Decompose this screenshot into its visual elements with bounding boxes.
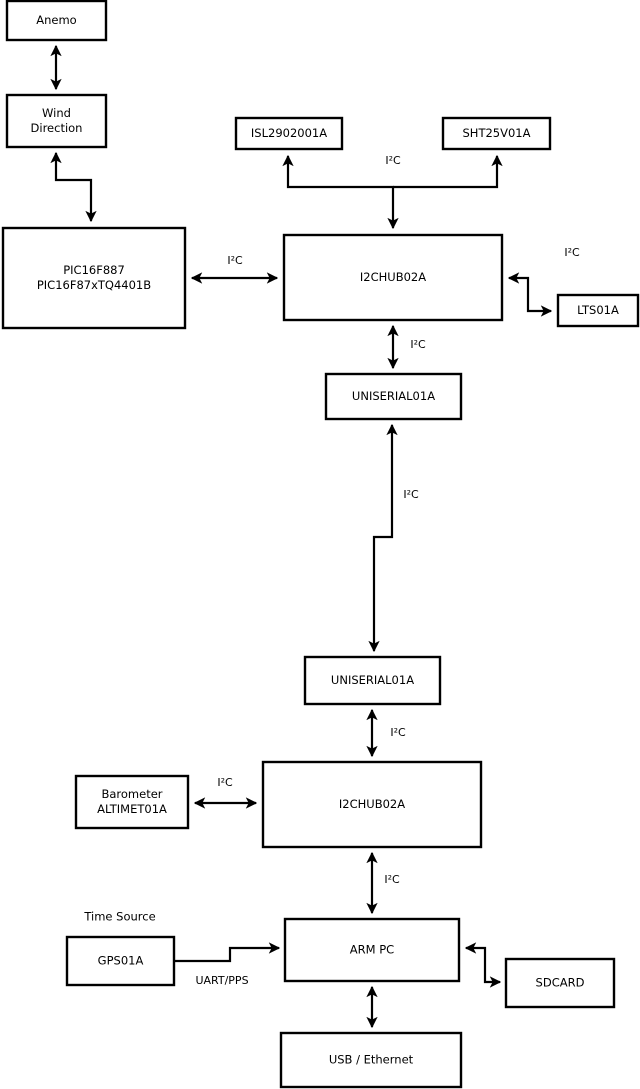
edge-wind-pic <box>50 151 97 223</box>
node-label-gps: GPS01A <box>98 954 144 968</box>
edge-uniserial-hub-bot: I²C <box>366 708 406 758</box>
node-box-hub_top[interactable] <box>282 233 504 322</box>
edge-uniserial-link: I²C <box>368 423 419 653</box>
edges-layer: I²C I²C I²C I²C I²C I²C I²C I²C UART/PPS <box>50 44 580 1029</box>
node-label-armpc: ARM PC <box>350 943 394 957</box>
node-armpc[interactable]: ARM PC <box>283 917 461 983</box>
node-hub_bot[interactable]: I2CHUB02A <box>261 760 483 849</box>
edge-line <box>368 423 398 653</box>
node-box-uniserial_bot[interactable] <box>303 655 442 706</box>
free-labels-layer: Time Source <box>83 910 155 924</box>
node-label-pic: PIC16F887 <box>63 263 125 277</box>
node-sdcard[interactable]: SDCARD <box>504 957 616 1009</box>
edge-line <box>464 942 502 988</box>
edge-hub-lts: I²C <box>507 246 580 317</box>
node-box-lts[interactable] <box>556 293 640 328</box>
node-box-hub_bot[interactable] <box>261 760 483 849</box>
node-label-usbeth: USB / Ethernet <box>329 1053 414 1067</box>
node-label-isl: ISL2902001A <box>251 126 327 140</box>
node-label-lts: LTS01A <box>577 303 619 317</box>
edge-label-uniserial-hub-bot: I²C <box>390 726 406 739</box>
node-lts[interactable]: LTS01A <box>556 293 640 328</box>
edge-label-uniserial-link: I²C <box>403 488 419 501</box>
node-sht[interactable]: SHT25V01A <box>441 116 552 151</box>
node-box-usbeth[interactable] <box>279 1031 463 1089</box>
node-hub_top[interactable]: I2CHUB02A <box>282 233 504 322</box>
node-uniserial_bot[interactable]: UNISERIAL01A <box>303 655 442 706</box>
node-box-sdcard[interactable] <box>504 957 616 1009</box>
node-label-hub_top: I2CHUB02A <box>360 270 426 284</box>
node-label-sdcard: SDCARD <box>536 976 585 990</box>
node-box-sht[interactable] <box>441 116 552 151</box>
node-box-pic[interactable] <box>1 226 187 330</box>
edge-segment <box>393 154 503 189</box>
node-label-hub_bot: I2CHUB02A <box>339 797 405 811</box>
edge-label-barometer-hub: I²C <box>217 776 233 789</box>
edge-barometer-hub: I²C <box>193 776 258 809</box>
node-box-wind[interactable] <box>5 93 108 149</box>
node-label-sht: SHT25V01A <box>463 126 531 140</box>
edge-label-hub-sensors: I²C <box>385 154 401 167</box>
node-gps[interactable]: GPS01A <box>65 935 176 987</box>
edge-armpc-sdcard <box>464 942 502 988</box>
edge-gps-armpc: UART/PPS <box>174 942 281 987</box>
node-box-anemo[interactable] <box>5 0 108 42</box>
edge-segment <box>282 154 399 230</box>
node-label-barometer: ALTIMET01A <box>97 802 167 816</box>
edge-line <box>50 151 97 223</box>
edge-label-hub-uniserial-top: I²C <box>410 338 426 351</box>
edge-label-gps-armpc: UART/PPS <box>195 974 248 987</box>
node-uniserial_top[interactable]: UNISERIAL01A <box>324 372 463 421</box>
node-box-armpc[interactable] <box>283 917 461 983</box>
node-label-uniserial_top: UNISERIAL01A <box>352 389 435 403</box>
node-box-barometer[interactable] <box>74 774 190 830</box>
node-usbeth[interactable]: USB / Ethernet <box>279 1031 463 1089</box>
node-label-uniserial_bot: UNISERIAL01A <box>331 673 414 687</box>
node-label-wind: Direction <box>31 121 83 135</box>
edge-label-hub-lts: I²C <box>564 246 580 259</box>
node-box-gps[interactable] <box>65 935 176 987</box>
node-anemo[interactable]: Anemo <box>5 0 108 42</box>
node-box-uniserial_top[interactable] <box>324 372 463 421</box>
edge-label-pic-hub: I²C <box>227 254 243 267</box>
edge-pic-hub: I²C <box>190 254 279 284</box>
node-label-barometer: Barometer <box>101 787 162 801</box>
edge-hub-armpc: I²C <box>366 851 400 915</box>
node-label-wind: Wind <box>42 106 71 120</box>
node-label-pic: PIC16F87xTQ4401B <box>37 278 151 292</box>
edge-label-hub-armpc: I²C <box>384 873 400 886</box>
edge-line <box>174 942 281 963</box>
edge-hub-uniserial-top: I²C <box>387 324 426 370</box>
edge-hub-sensors: I²C <box>282 154 503 230</box>
label-time-source: Time Source <box>83 910 155 924</box>
edge-line <box>507 272 553 317</box>
node-box-isl[interactable] <box>234 116 344 151</box>
node-isl[interactable]: ISL2902001A <box>234 116 344 151</box>
node-label-anemo: Anemo <box>36 13 76 27</box>
